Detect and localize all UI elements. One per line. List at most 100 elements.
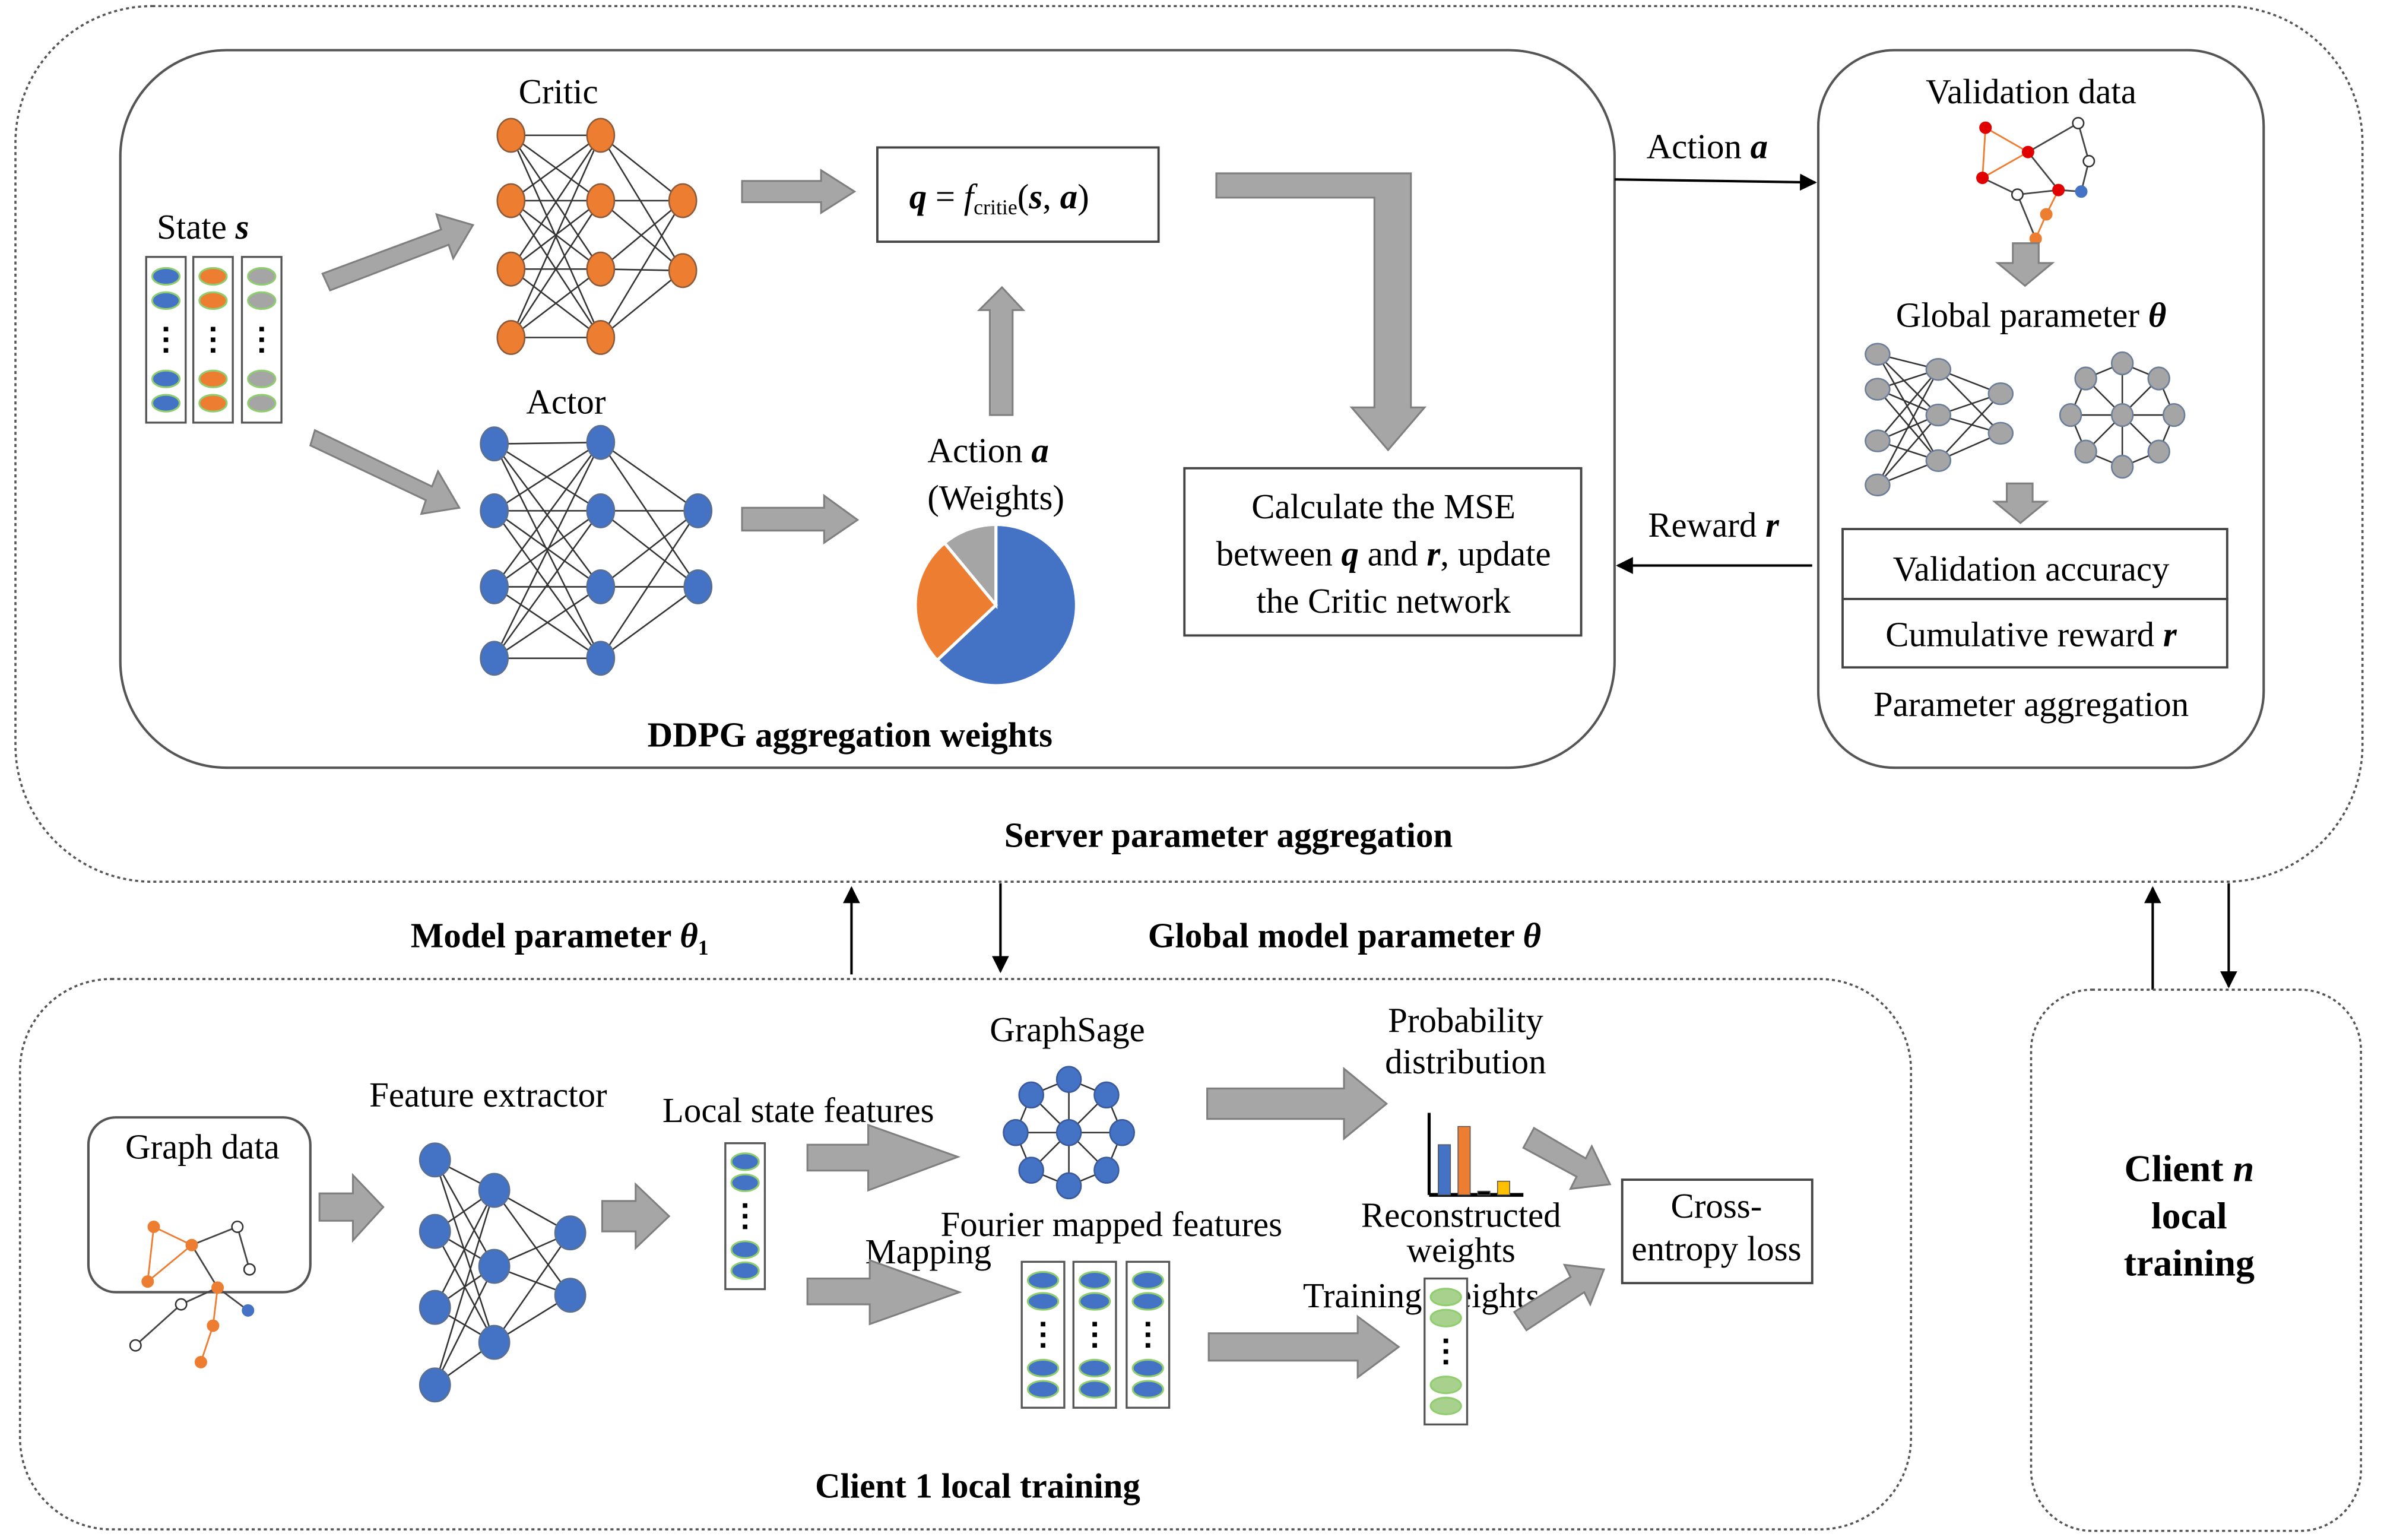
graph-node (207, 1319, 220, 1332)
graph-node (1018, 1156, 1044, 1184)
network-edge (493, 1190, 571, 1296)
network-edge (1876, 354, 1939, 461)
fourier-features-label: Fourier mapped features (941, 1205, 1282, 1244)
weights-label: (Weights) (927, 479, 1064, 517)
network-node (480, 493, 509, 528)
vector-element (1026, 1380, 1060, 1399)
fourier-to-weights-arrow (1207, 1314, 1400, 1380)
vector-element (151, 394, 181, 413)
network-node (668, 253, 698, 289)
ellipsis-dot (211, 337, 215, 343)
graph-edge (200, 1325, 214, 1362)
network-edge (600, 510, 699, 659)
graph-node (1018, 1081, 1044, 1109)
network-edge (493, 442, 601, 512)
ellipsis-dot (1041, 1332, 1045, 1338)
prob-bar (1477, 1190, 1491, 1196)
network-edge (1876, 369, 1939, 442)
graph-edge (236, 1227, 251, 1270)
graph-edge (2027, 122, 2079, 153)
network-node (554, 1278, 587, 1313)
graph-edge (1982, 128, 1987, 178)
network-node (1925, 358, 1952, 381)
graph-edge (147, 1244, 192, 1282)
model-param-label: Model parameter θ1 (411, 916, 709, 959)
graph-data-box (87, 1116, 312, 1294)
network-edge (600, 135, 684, 271)
graph-node (1093, 1081, 1120, 1109)
prob-bar (1438, 1144, 1451, 1196)
down-arrow-2 (1992, 482, 2049, 524)
ellipsis-dot (743, 1224, 747, 1230)
network-node (419, 1213, 451, 1249)
graph-edge (2017, 189, 2059, 196)
vector-element (151, 267, 181, 286)
network-node (496, 251, 526, 287)
graph-edge (2027, 151, 2059, 191)
global-gnn-icon (2059, 351, 2186, 479)
extractor-to-state-arrow (601, 1182, 671, 1250)
graph-node (2052, 183, 2065, 197)
graph-node (2074, 366, 2097, 391)
ellipsis-dot (1145, 1332, 1150, 1338)
q-formula-box (876, 146, 1160, 243)
parameter-aggregation-panel (1816, 49, 2265, 769)
ellipsis-dot (743, 1203, 747, 1208)
reconstructed-label-line-2: weights (1407, 1231, 1516, 1269)
vector-element (1026, 1292, 1060, 1311)
vector-element (198, 369, 228, 388)
network-edge (1938, 369, 2002, 434)
network-edge (434, 1159, 495, 1343)
graph-node (1976, 172, 1989, 185)
graph-edge (153, 1226, 192, 1246)
validation-data-label: Validation data (1926, 72, 2136, 111)
local-state-features-label: Local state features (662, 1091, 934, 1130)
network-node (496, 118, 526, 153)
graph-node (2072, 116, 2085, 129)
vector-element (730, 1152, 760, 1171)
graph-node (141, 1275, 154, 1288)
vector-element (151, 291, 181, 310)
graph-edge (191, 1226, 238, 1246)
global-mlp-icon (1865, 343, 2014, 497)
graph-data-icon (129, 1220, 256, 1368)
network-edge (510, 135, 602, 338)
vector-element (730, 1240, 760, 1259)
prob-bar (1457, 1126, 1471, 1196)
action-arrow (1614, 173, 1817, 191)
graph-node (1055, 1066, 1082, 1093)
network-node (480, 641, 509, 676)
network-node (1865, 473, 1891, 497)
ellipsis-dot (1145, 1322, 1150, 1327)
graph-node (2074, 439, 2097, 464)
network-edge (1876, 414, 1939, 486)
ellipsis-dot (1443, 1349, 1448, 1354)
vector-element (247, 291, 277, 310)
network-node (496, 320, 526, 355)
network-edge (600, 586, 699, 659)
graph-node (1055, 1172, 1082, 1200)
network-edge (494, 441, 601, 445)
weights-to-loss-arrow (1513, 1263, 1606, 1332)
vector-element (247, 394, 277, 413)
network-node (586, 320, 616, 355)
network-node (419, 1142, 451, 1178)
network-node (586, 118, 616, 153)
graph-node (2011, 188, 2024, 201)
vector-element (1429, 1396, 1462, 1415)
graph-edge (217, 1286, 249, 1311)
graph-node (242, 1304, 255, 1317)
graph-node (2075, 185, 2088, 198)
ellipsis-dot (259, 337, 264, 343)
graph-node (1109, 1118, 1135, 1146)
client1-panel (18, 978, 1913, 1531)
down-arrow-1 (1995, 242, 2055, 287)
cumulative-reward-box (1841, 597, 2228, 669)
graph-node (2110, 351, 2134, 376)
graph-edge (2017, 194, 2037, 239)
probability-label-line-2: distribution (1385, 1042, 1546, 1081)
ellipsis-dot (1443, 1338, 1448, 1343)
graph-edge (212, 1287, 218, 1326)
state-vectors (145, 256, 283, 424)
probability-label-line-1: Probability (1388, 1002, 1543, 1040)
